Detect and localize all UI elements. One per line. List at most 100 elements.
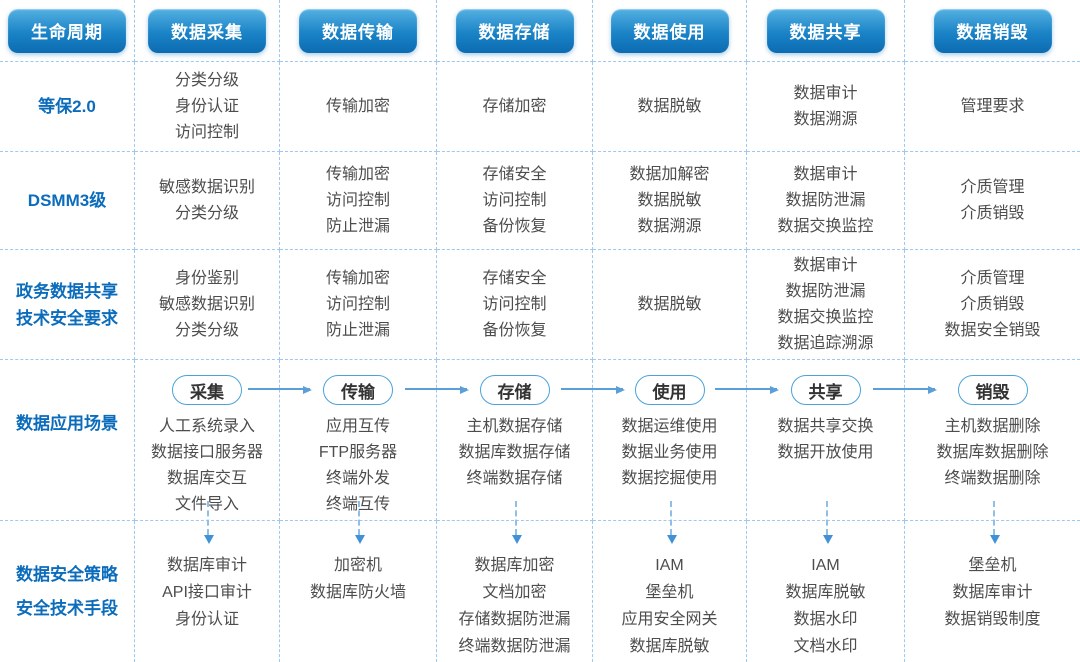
header-cell: 数据传输	[280, 0, 437, 62]
cell-text: 敏感数据识别 分类分级	[158, 178, 255, 222]
flow-arrow-icon	[715, 386, 779, 394]
matrix-cell: 数据审计 数据溯源	[747, 62, 905, 152]
flow-arrow-icon	[248, 386, 312, 394]
flow-arrow-icon	[873, 386, 937, 394]
matrix-cell: 管理要求	[905, 62, 1080, 152]
measures-storage: 数据库加密 文档加密 存储数据防泄漏 终端数据防泄漏	[458, 557, 571, 655]
measures-cell: 堡垒机 数据库审计 数据销毁制度	[905, 501, 1080, 662]
scenario-cell: 采集 人工系统录入 数据接口服务器 数据库交互 文件导入	[135, 360, 312, 521]
stage-items-usage: 数据运维使用 数据业务使用 数据挖掘使用	[621, 418, 718, 487]
cell-text: 数据脱敏	[637, 295, 702, 313]
header-cell: 数据销毁	[905, 0, 1080, 62]
stage-pill-usage: 使用	[634, 375, 705, 405]
matrix-cell: 存储安全 访问控制 备份恢复	[437, 250, 593, 360]
measures-destruction: 堡垒机 数据库审计 数据销毁制度	[944, 557, 1041, 628]
header-collection: 数据采集	[148, 8, 266, 53]
down-arrow-icon	[511, 501, 522, 544]
matrix-cell: 分类分级 身份认证 访问控制	[135, 62, 280, 152]
header-sharing: 数据共享	[766, 8, 885, 53]
row-label-application-scenarios: 数据应用场景	[16, 414, 118, 433]
header-cell: 数据使用	[593, 0, 747, 62]
cell-text: 存储安全 访问控制 备份恢复	[482, 165, 547, 235]
scenario-cell: 存储 主机数据存储 数据库数据存储 终端数据存储	[437, 360, 625, 521]
header-destruction: 数据销毁	[933, 8, 1052, 53]
row-label-cell: 政务数据共享 技术安全要求	[0, 250, 135, 360]
measures-usage: IAM 堡垒机 应用安全网关 数据库脱敏	[621, 557, 718, 655]
cell-text: 介质管理 介质销毁 数据安全销毁	[944, 269, 1041, 339]
cell-text: 传输加密 访问控制 防止泄漏	[325, 269, 390, 339]
row-label-dsmm3: DSMM3级	[27, 191, 107, 210]
row-label-cell: 数据安全策略 安全技术手段	[0, 521, 135, 662]
header-usage: 数据使用	[610, 8, 729, 53]
cell-text: 数据审计 数据溯源	[793, 84, 858, 128]
row-label-cell: 数据应用场景	[0, 360, 135, 521]
measures-sharing: IAM 数据库脱敏 数据水印 文档水印	[785, 557, 866, 655]
header-cell: 生命周期	[0, 0, 135, 62]
measures-transmission: 加密机 数据库防火墙	[309, 557, 406, 601]
stage-items-collection: 人工系统录入 数据接口服务器 数据库交互 文件导入	[150, 418, 263, 513]
scenario-cell: 传输 应用互传 FTP服务器 终端外发 终端互传	[280, 360, 469, 521]
stage-pill-storage: 存储	[479, 375, 550, 405]
cell-text: 管理要求	[960, 97, 1025, 115]
scenario-cell: 销毁 主机数据删除 数据库数据删除 终端数据删除	[905, 360, 1080, 521]
stage-pill-transmission: 传输	[323, 375, 393, 405]
measures-cell: 数据库审计 API接口审计 身份认证	[135, 501, 280, 662]
measures-cell: 加密机 数据库防火墙	[280, 501, 437, 662]
header-cell: 数据共享	[747, 0, 905, 62]
row-label-gov-data-sharing: 政务数据共享 技术安全要求	[16, 281, 118, 328]
row-label-security-measures: 数据安全策略 安全技术手段	[16, 564, 118, 618]
cell-text: 分类分级 身份认证 访问控制	[174, 71, 239, 141]
down-arrow-icon	[355, 501, 365, 544]
cell-text: 传输加密 访问控制 防止泄漏	[325, 165, 390, 235]
flow-arrow-icon	[561, 386, 625, 394]
down-arrow-icon	[989, 501, 1000, 544]
stage-items-sharing: 数据共享交换 数据开放使用	[777, 418, 874, 461]
matrix-cell: 介质管理 介质销毁	[905, 152, 1080, 250]
header-cell: 数据采集	[135, 0, 280, 62]
matrix-cell: 存储加密	[437, 62, 593, 152]
header-storage: 数据存储	[455, 8, 574, 53]
row-label-cell: 等保2.0	[0, 62, 135, 152]
matrix-cell: 身份鉴别 敏感数据识别 分类分级	[135, 250, 280, 360]
down-arrow-icon	[822, 501, 833, 544]
cell-text: 数据审计 数据防泄漏 数据交换监控 数据追踪溯源	[777, 256, 874, 352]
stage-items-transmission: 应用互传 FTP服务器 终端外发 终端互传	[318, 418, 398, 513]
matrix-cell: 存储安全 访问控制 备份恢复	[437, 152, 593, 250]
stage-pill-destruction: 销毁	[957, 375, 1028, 405]
row-label-cell: DSMM3级	[0, 152, 135, 250]
flow-arrow-icon	[405, 386, 469, 394]
header-transmission: 数据传输	[299, 8, 417, 53]
cell-text: 数据脱敏	[637, 97, 702, 115]
measures-cell: IAM 数据库脱敏 数据水印 文档水印	[747, 501, 905, 662]
matrix-cell: 数据脱敏	[593, 250, 747, 360]
stage-items-destruction: 主机数据删除 数据库数据删除 终端数据删除	[936, 418, 1049, 487]
measures-cell: IAM 堡垒机 应用安全网关 数据库脱敏	[593, 501, 747, 662]
measures-collection: 数据库审计 API接口审计 身份认证	[162, 557, 252, 628]
row-label-classified-protection: 等保2.0	[38, 97, 96, 116]
cell-text: 传输加密	[325, 97, 390, 115]
matrix-cell: 数据审计 数据防泄漏 数据交换监控 数据追踪溯源	[747, 250, 905, 360]
cell-text: 存储加密	[482, 97, 547, 115]
cell-text: 介质管理 介质销毁	[960, 178, 1025, 222]
down-arrow-icon	[204, 501, 214, 544]
header-cell: 数据存储	[437, 0, 593, 62]
cell-text: 数据审计 数据防泄漏 数据交换监控	[777, 165, 874, 235]
cell-text: 数据加解密 数据脱敏 数据溯源	[629, 165, 710, 235]
scenario-cell: 共享 数据共享交换 数据开放使用	[747, 360, 937, 521]
stage-pill-collection: 采集	[172, 375, 242, 405]
matrix-cell: 数据审计 数据防泄漏 数据交换监控	[747, 152, 905, 250]
matrix-cell: 介质管理 介质销毁 数据安全销毁	[905, 250, 1080, 360]
matrix-cell: 传输加密 访问控制 防止泄漏	[280, 152, 437, 250]
scenario-cell: 使用 数据运维使用 数据业务使用 数据挖掘使用	[593, 360, 779, 521]
header-lifecycle: 生命周期	[8, 8, 126, 53]
stage-pill-sharing: 共享	[790, 375, 861, 405]
matrix-cell: 数据加解密 数据脱敏 数据溯源	[593, 152, 747, 250]
matrix-cell: 传输加密 访问控制 防止泄漏	[280, 250, 437, 360]
measures-cell: 数据库加密 文档加密 存储数据防泄漏 终端数据防泄漏	[437, 501, 593, 662]
cell-text: 存储安全 访问控制 备份恢复	[482, 269, 547, 339]
matrix-cell: 数据脱敏	[593, 62, 747, 152]
down-arrow-icon	[666, 501, 677, 544]
cell-text: 身份鉴别 敏感数据识别 分类分级	[158, 269, 255, 339]
stage-items-storage: 主机数据存储 数据库数据存储 终端数据存储	[458, 418, 571, 487]
